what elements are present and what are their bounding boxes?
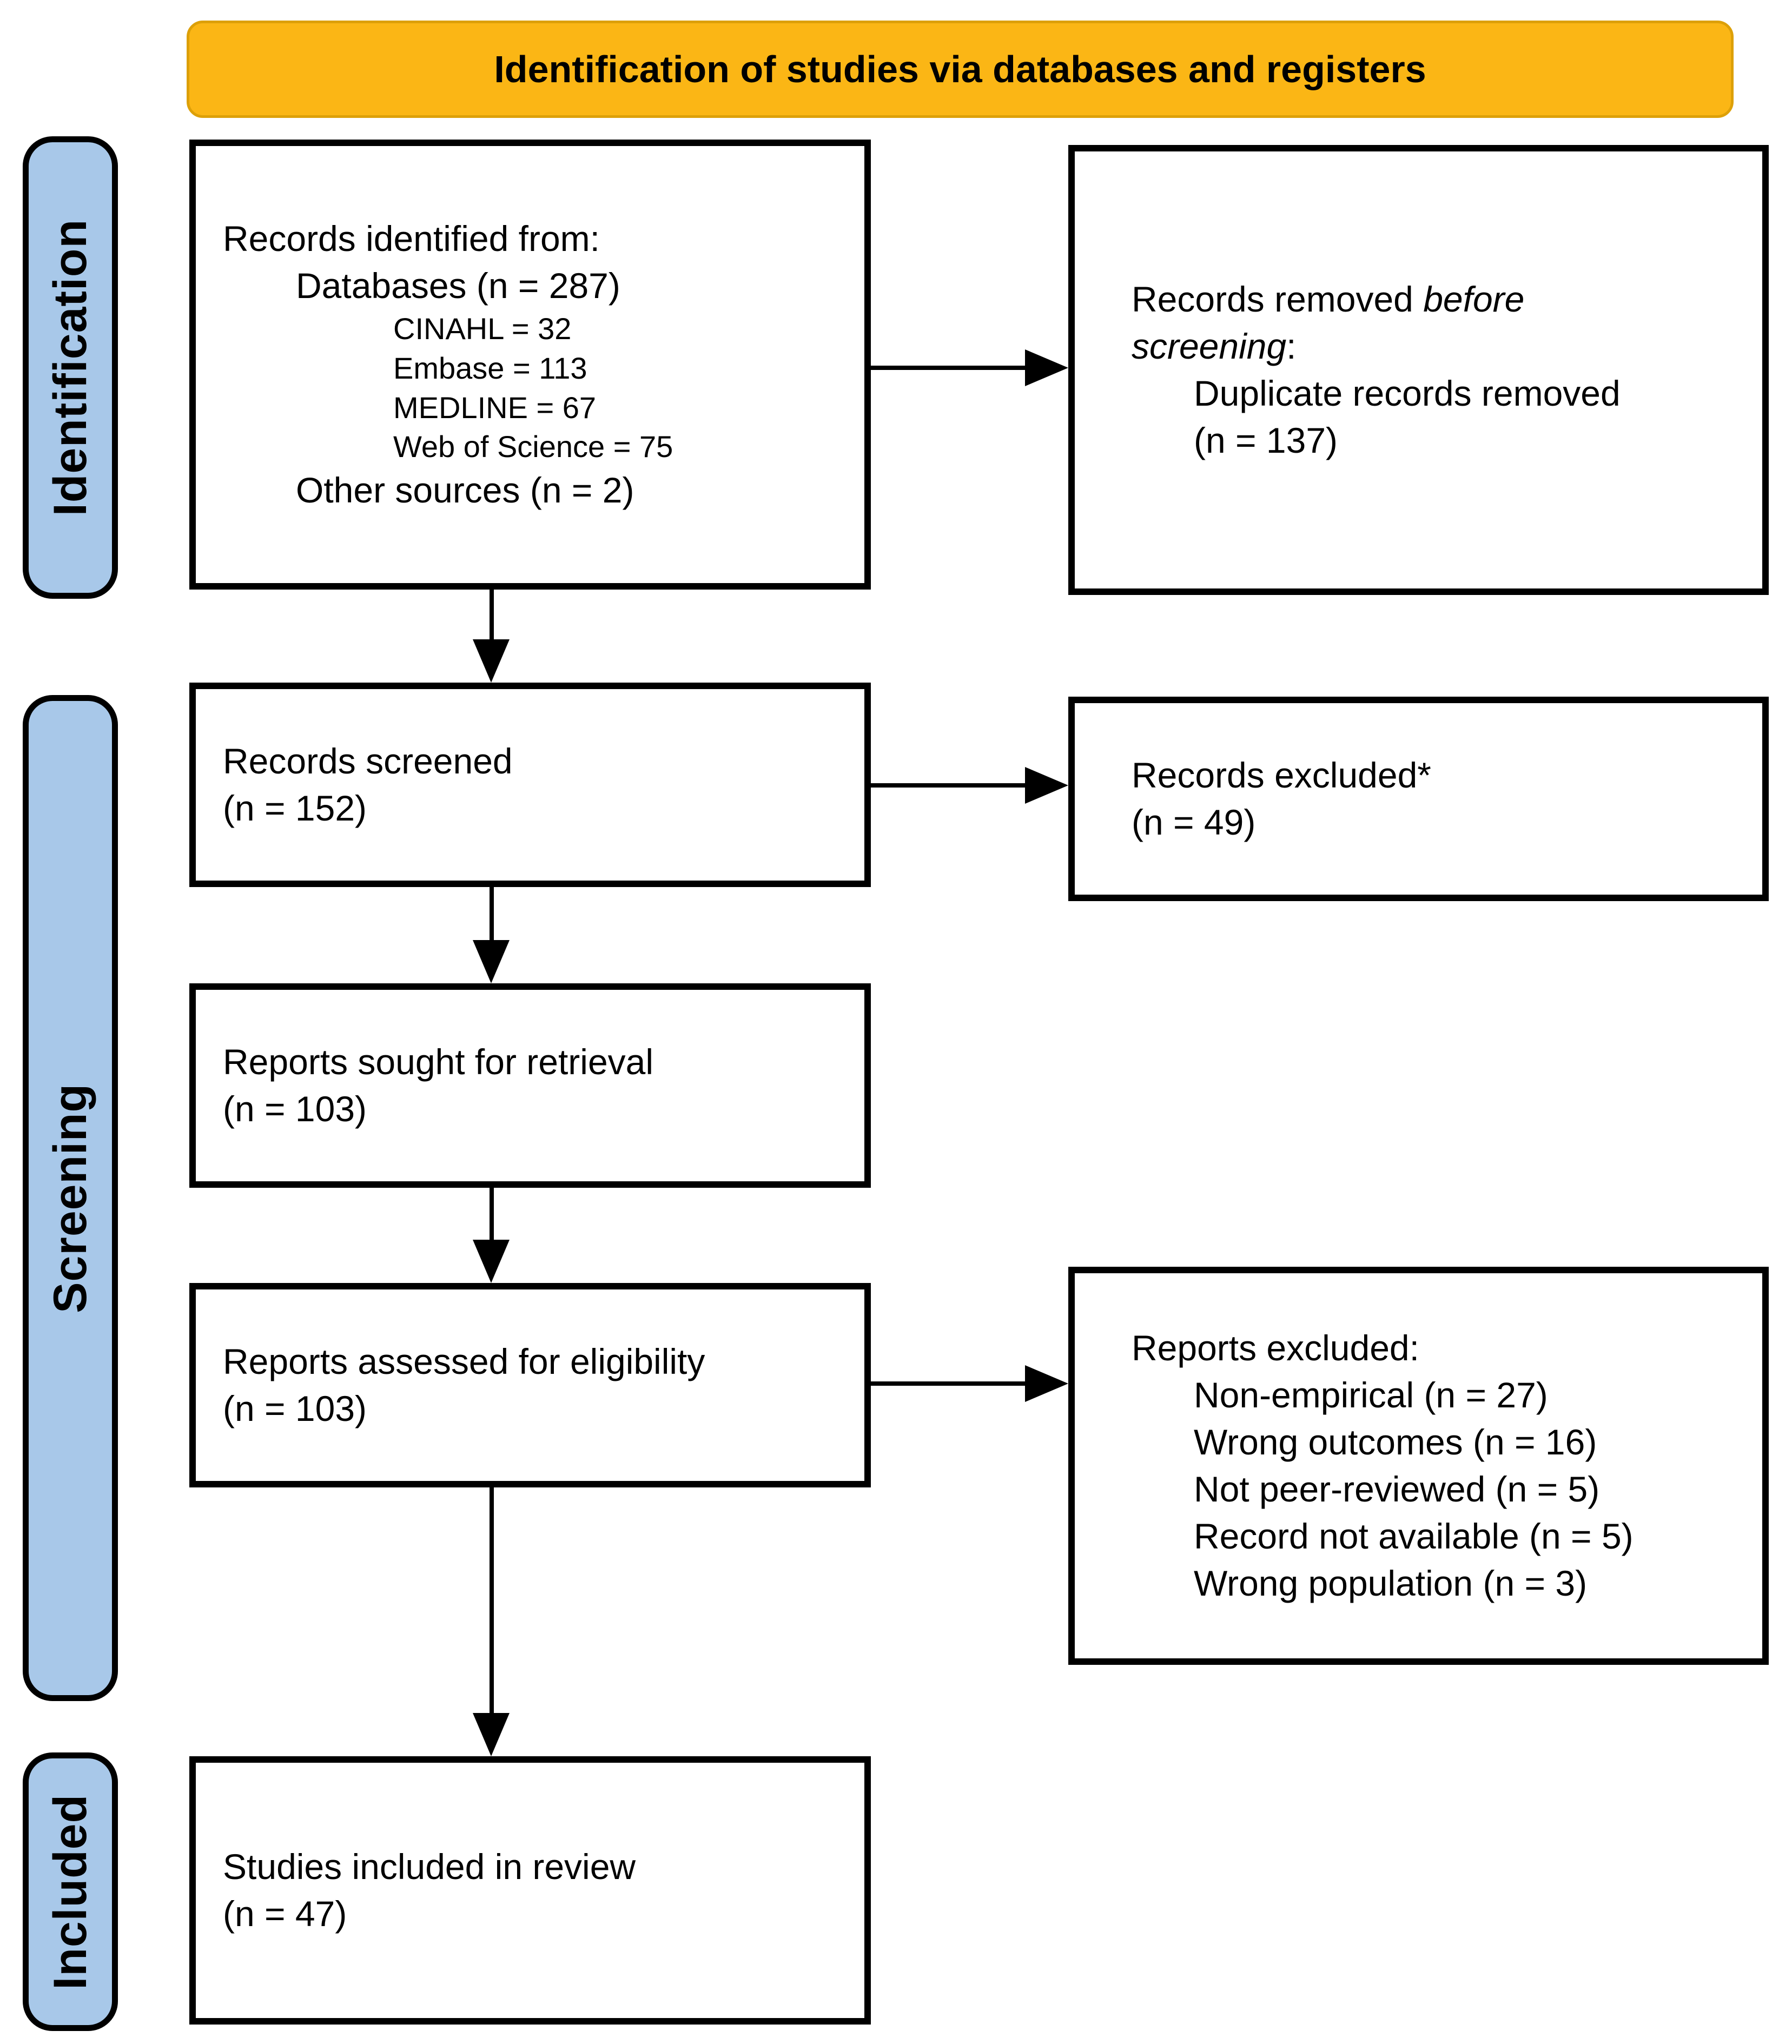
arrow-sought-to-assessed-line (490, 1188, 494, 1244)
stage-tab-identification: Identification (23, 136, 118, 599)
arrow-assessed-to-reports-excluded-head-icon (1025, 1365, 1068, 1402)
reports-sought-n: (n = 103) (223, 1089, 367, 1129)
box-reports-excluded: Reports excluded: Non-empirical (n = 27)… (1068, 1267, 1769, 1665)
arrow-screened-to-sought-line (490, 887, 494, 944)
stage-tab-screening-label: Screening (44, 1083, 96, 1313)
stage-tab-included: Included (23, 1752, 118, 2031)
studies-included-n: (n = 47) (223, 1894, 347, 1934)
reports-excluded-item-record-not-available: Record not available (n = 5) (1194, 1516, 1634, 1557)
records-removed-title-suffix: : (1286, 326, 1297, 366)
records-identified-sub-medline: MEDLINE = 67 (393, 390, 597, 425)
records-excluded-line1: Records excluded* (1132, 755, 1431, 795)
arrow-assessed-to-included-line (490, 1482, 494, 1717)
reports-excluded-item-not-peer-reviewed: Not peer-reviewed (n = 5) (1194, 1469, 1600, 1509)
arrow-screened-to-sought-head-icon (473, 940, 510, 983)
records-identified-line1: Records identified from: (223, 218, 600, 259)
arrow-identified-to-removed-line (871, 366, 1029, 370)
records-removed-item: Duplicate records removed (1194, 373, 1621, 413)
records-screened-line1: Records screened (223, 740, 513, 781)
banner-title-label: Identification of studies via databases … (494, 48, 1426, 90)
reports-assessed-line1: Reports assessed for eligibility (223, 1341, 705, 1381)
records-identified-sub-wos: Web of Science = 75 (393, 429, 673, 464)
records-removed-title-prefix: Records removed (1132, 279, 1424, 319)
arrow-identified-to-removed-head-icon (1025, 349, 1068, 386)
arrow-sought-to-assessed-head-icon (473, 1240, 510, 1283)
records-identified-sub-cinahl: CINAHL = 32 (393, 311, 572, 346)
records-removed-item-n: (n = 137) (1194, 420, 1338, 461)
banner-title: Identification of studies via databases … (187, 21, 1734, 118)
records-identified-other-sources: Other sources (n = 2) (296, 470, 634, 511)
arrow-identified-to-screened-line (490, 590, 494, 644)
arrow-assessed-to-included-head-icon (473, 1713, 510, 1756)
stage-tab-screening: Screening (23, 695, 118, 1701)
arrow-screened-to-excluded-line (871, 783, 1029, 788)
box-reports-sought: Reports sought for retrieval (n = 103) (189, 983, 871, 1188)
box-records-removed: Records removed before screening: Duplic… (1068, 145, 1769, 595)
reports-excluded-item-wrong-population: Wrong population (n = 3) (1194, 1563, 1588, 1604)
box-studies-included: Studies included in review (n = 47) (189, 1756, 871, 2025)
records-removed-title-italic: before screening (1132, 279, 1525, 366)
box-records-excluded: Records excluded* (n = 49) (1068, 697, 1769, 901)
box-reports-assessed: Reports assessed for eligibility (n = 10… (189, 1283, 871, 1487)
records-screened-n: (n = 152) (223, 788, 367, 828)
stage-tab-included-label: Included (44, 1794, 96, 1990)
records-removed-title: Records removed before screening: (1132, 276, 1564, 370)
records-identified-databases: Databases (n = 287) (296, 265, 620, 306)
box-records-identified: Records identified from: Databases (n = … (189, 140, 871, 590)
arrow-identified-to-screened-head-icon (473, 639, 510, 683)
arrow-screened-to-excluded-head-icon (1025, 767, 1068, 804)
arrow-assessed-to-reports-excluded-line (871, 1381, 1029, 1386)
box-records-screened: Records screened (n = 152) (189, 683, 871, 887)
studies-included-line1: Studies included in review (223, 1846, 636, 1887)
reports-assessed-n: (n = 103) (223, 1388, 367, 1428)
reports-excluded-item-wrong-outcomes: Wrong outcomes (n = 16) (1194, 1421, 1597, 1462)
records-identified-sub-embase: Embase = 113 (393, 350, 587, 385)
reports-excluded-title: Reports excluded: (1132, 1327, 1419, 1368)
stage-tab-identification-label: Identification (44, 219, 96, 517)
reports-excluded-item-non-empirical: Non-empirical (n = 27) (1194, 1374, 1548, 1415)
records-excluded-n: (n = 49) (1132, 802, 1256, 842)
reports-sought-line1: Reports sought for retrieval (223, 1041, 654, 1082)
